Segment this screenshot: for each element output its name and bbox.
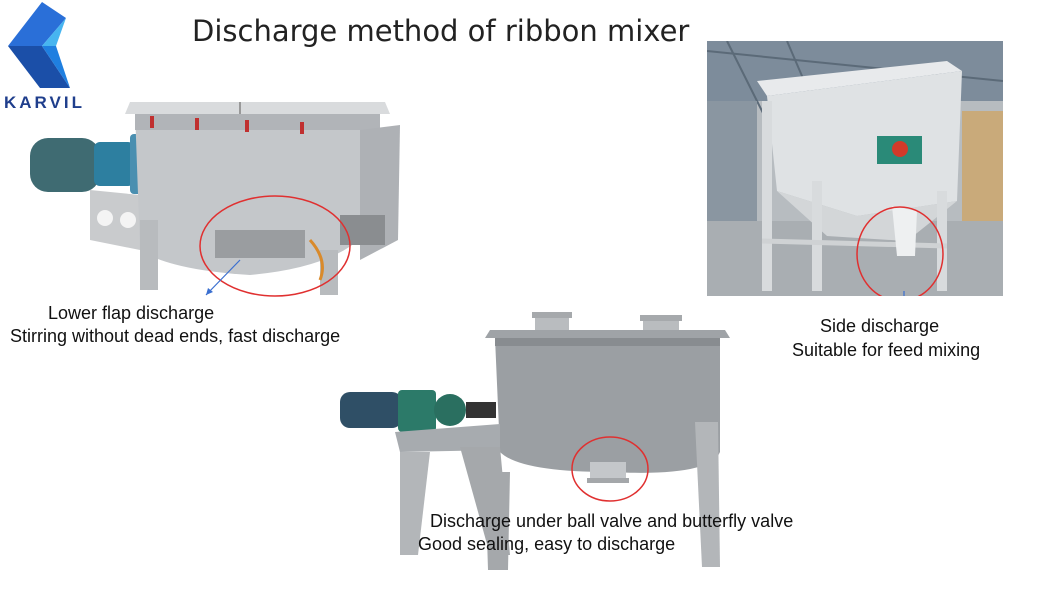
slide-title: Discharge method of ribbon mixer (192, 14, 690, 48)
side-discharge-title: Side discharge (820, 316, 940, 336)
side-discharge-description: Suitable for feed mixing (792, 340, 981, 360)
lower-flap-mixer-image (30, 90, 410, 300)
lower-flap-description: Stirring without dead ends, fast dischar… (10, 326, 341, 346)
bottom-valve-title: Discharge under ball valve and butterfly… (430, 511, 794, 531)
lower-flap-title: Lower flap discharge (48, 303, 215, 323)
side-discharge-mixer-image (707, 41, 1003, 296)
logo-text: KARVIL (4, 93, 85, 112)
bottom-valve-mixer-image (340, 312, 740, 570)
karvil-logo: KARVIL (0, 0, 110, 112)
logo-k-mark (8, 2, 70, 88)
bottom-valve-description: Good sealing, easy to discharge (418, 534, 676, 554)
